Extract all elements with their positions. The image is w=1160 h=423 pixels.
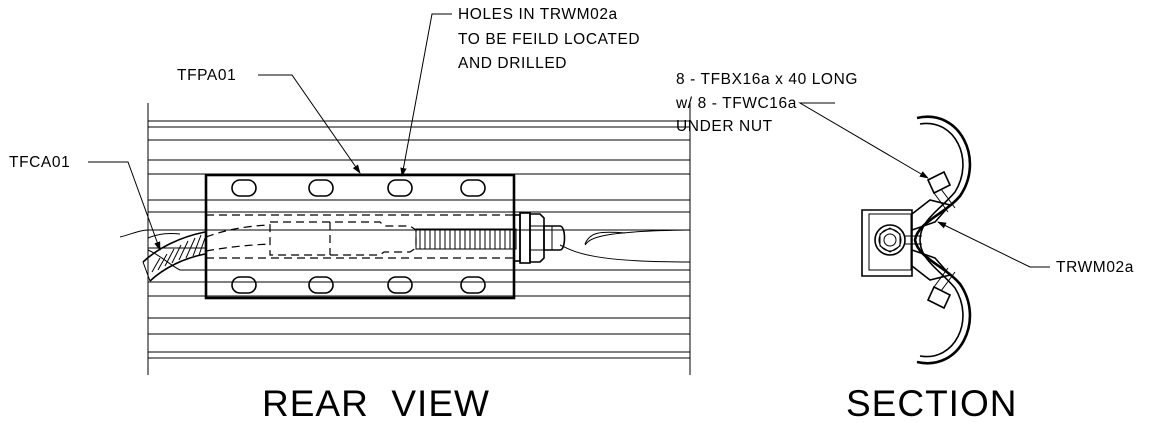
leader-holes <box>400 13 452 177</box>
rail-beam <box>119 103 691 375</box>
label-bolt-line2: w/ 8 - TFWC16a <box>675 95 797 112</box>
label-holes-line1: HOLES IN TRWM02a <box>458 6 618 23</box>
leader-tfca01 <box>88 161 161 251</box>
leader-tfpa01 <box>258 74 361 174</box>
cable <box>142 224 271 282</box>
label-holes-line2: TO BE FEILD LOCATED <box>458 31 640 48</box>
rear-view-drawing <box>88 13 691 375</box>
label-tfca01: TFCA01 <box>9 154 70 171</box>
label-bolt-line1: 8 - TFBX16a x 40 LONG <box>676 71 858 88</box>
section-drawing <box>798 102 1050 365</box>
leader-bolts <box>798 102 929 179</box>
title-rear-view: REAR VIEW <box>262 383 490 423</box>
label-holes-line3: AND DRILLED <box>458 55 567 72</box>
label-tfpa01: TFPA01 <box>177 67 236 84</box>
label-bolt-line3: UNDER NUT <box>676 118 773 135</box>
plate-tfpa01 <box>204 173 517 300</box>
section-bolts <box>926 170 956 310</box>
leader-trwm02a <box>937 221 1050 268</box>
end-nut-assembly <box>513 212 566 264</box>
title-section: SECTION <box>846 383 1017 423</box>
label-trwm02a: TRWM02a <box>1056 259 1134 276</box>
